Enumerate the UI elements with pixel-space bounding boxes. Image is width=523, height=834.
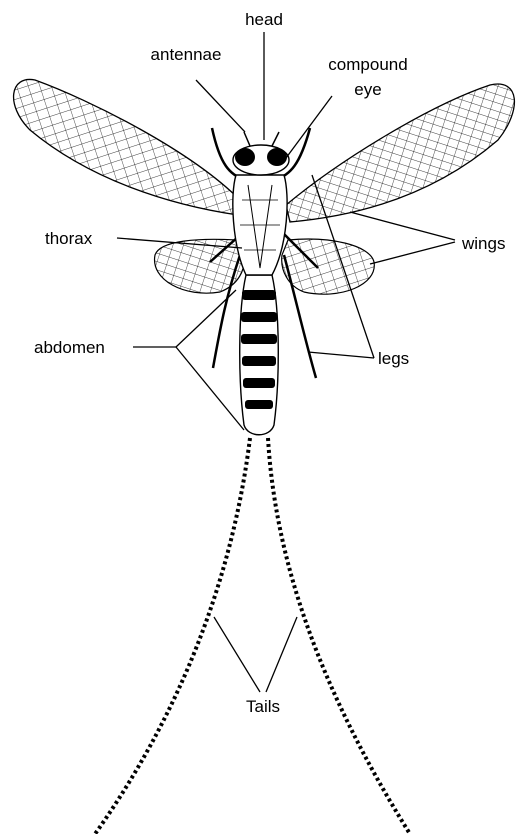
- label-legs: legs: [378, 349, 409, 368]
- left-forewing: [14, 79, 240, 215]
- label-compound-eye-line1: compound: [328, 55, 407, 74]
- label-compound-eye-line2: eye: [354, 80, 381, 99]
- label-wings: wings: [461, 234, 505, 253]
- label-head: head: [245, 10, 283, 29]
- tails: [95, 438, 410, 834]
- label-antennae: antennae: [151, 45, 222, 64]
- abdomen: [240, 275, 279, 435]
- label-tails: Tails: [246, 697, 280, 716]
- thorax: [233, 175, 287, 275]
- label-abdomen: abdomen: [34, 338, 105, 357]
- label-thorax: thorax: [45, 229, 93, 248]
- head: [233, 132, 289, 175]
